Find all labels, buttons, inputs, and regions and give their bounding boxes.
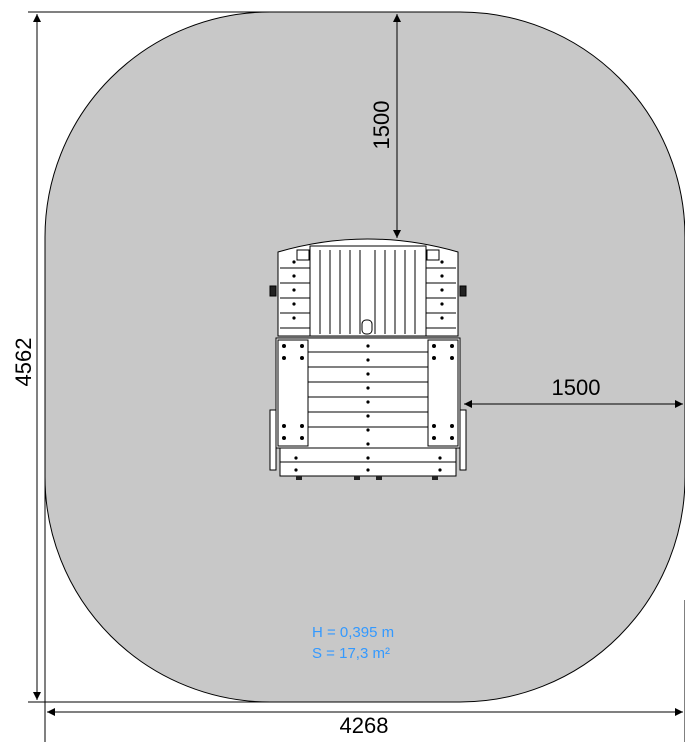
total-width-label: 4268 bbox=[340, 713, 389, 738]
top-bracket-left bbox=[296, 249, 310, 261]
height-note: H = 0,395 m bbox=[312, 624, 394, 641]
handle-left-top bbox=[269, 285, 277, 297]
surface-note: S = 17,3 m² bbox=[312, 645, 390, 662]
center-latch bbox=[361, 319, 373, 335]
total-height-label: 4562 bbox=[11, 338, 36, 387]
front-slats bbox=[308, 351, 428, 428]
left-post bbox=[277, 339, 309, 447]
back-slats bbox=[280, 267, 456, 329]
right-post bbox=[427, 339, 459, 447]
bolts bbox=[282, 260, 454, 472]
panel-ribs bbox=[319, 250, 416, 334]
side-rail-right bbox=[459, 409, 467, 471]
feet bbox=[296, 476, 438, 480]
handle-right-top bbox=[459, 285, 467, 297]
top-bracket-right bbox=[426, 249, 440, 261]
extension-lines bbox=[28, 11, 685, 742]
top-clearance-label: 1500 bbox=[369, 101, 394, 150]
equipment-top-view bbox=[269, 238, 467, 480]
side-clearance-label: 1500 bbox=[552, 375, 601, 400]
side-rail-left bbox=[269, 409, 277, 471]
